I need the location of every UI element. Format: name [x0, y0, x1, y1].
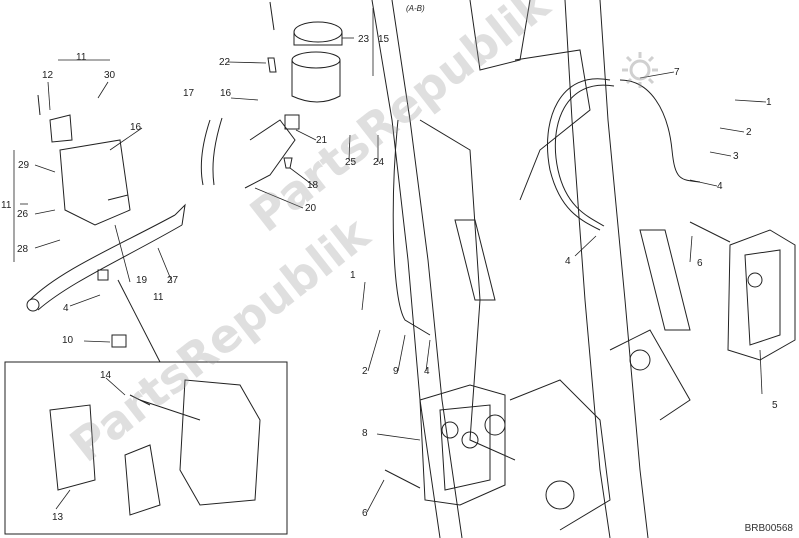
callout-18: 18 — [307, 180, 319, 191]
brake-caliper-left — [384, 384, 506, 506]
callout-15: 15 — [378, 34, 390, 45]
callout-8: 8 — [362, 428, 368, 439]
gear-icon — [622, 52, 658, 88]
callout-5: 5 — [772, 400, 778, 411]
callout-4: 4 — [717, 181, 723, 192]
callout-10: 10 — [62, 335, 74, 346]
callout-23: 23 — [358, 34, 370, 45]
callout-16: 16 — [130, 122, 142, 133]
callout-2: 2 — [746, 127, 752, 138]
master-cylinder-reservoir — [200, 1, 343, 189]
callout-11: 11 — [76, 52, 87, 63]
drawing-code: BRB00568 — [744, 523, 793, 534]
brake-line — [392, 119, 431, 336]
callout-1: 1 — [766, 97, 772, 108]
callout-19: 19 — [136, 275, 148, 286]
callout-28: 28 — [17, 244, 29, 255]
detail-inset-frame — [4, 361, 288, 535]
callout-4: 4 — [63, 303, 69, 314]
callout-6: 6 — [697, 258, 703, 269]
callout-4: 4 — [565, 256, 571, 267]
callout-29: 29 — [18, 160, 30, 171]
callout-25: 25 — [345, 157, 357, 168]
callout-12: 12 — [42, 70, 54, 81]
callout-4: 4 — [424, 366, 430, 377]
callout-24: 24 — [373, 157, 385, 168]
callout-7: 7 — [674, 67, 680, 78]
callout-leaders — [13, 8, 767, 513]
callout-11: 11 — [1, 200, 12, 211]
callout-2: 2 — [362, 366, 368, 377]
callout-21: 21 — [316, 135, 328, 146]
brake-lever-assembly — [26, 94, 186, 363]
callout-27: 27 — [167, 275, 179, 286]
callout-14: 14 — [100, 370, 112, 381]
callout-9: 9 — [393, 366, 399, 377]
brake-caliper-right — [689, 221, 796, 361]
callout-20: 20 — [305, 203, 317, 214]
callout-26: 26 — [17, 209, 29, 220]
callout-16: 16 — [220, 88, 232, 99]
callout-13: 13 — [52, 512, 64, 523]
header-note: (A-B) — [406, 4, 425, 13]
callout-1: 1 — [350, 270, 356, 281]
callout-6: 6 — [362, 508, 368, 519]
callout-17: 17 — [183, 88, 195, 99]
callout-22: 22 — [219, 57, 231, 68]
front-fork — [371, 0, 691, 538]
callout-11: 11 — [153, 292, 164, 303]
callout-30: 30 — [104, 70, 116, 81]
front-brake-hose — [547, 78, 701, 231]
callout-3: 3 — [733, 151, 739, 162]
brake-pad-detail — [49, 379, 261, 516]
